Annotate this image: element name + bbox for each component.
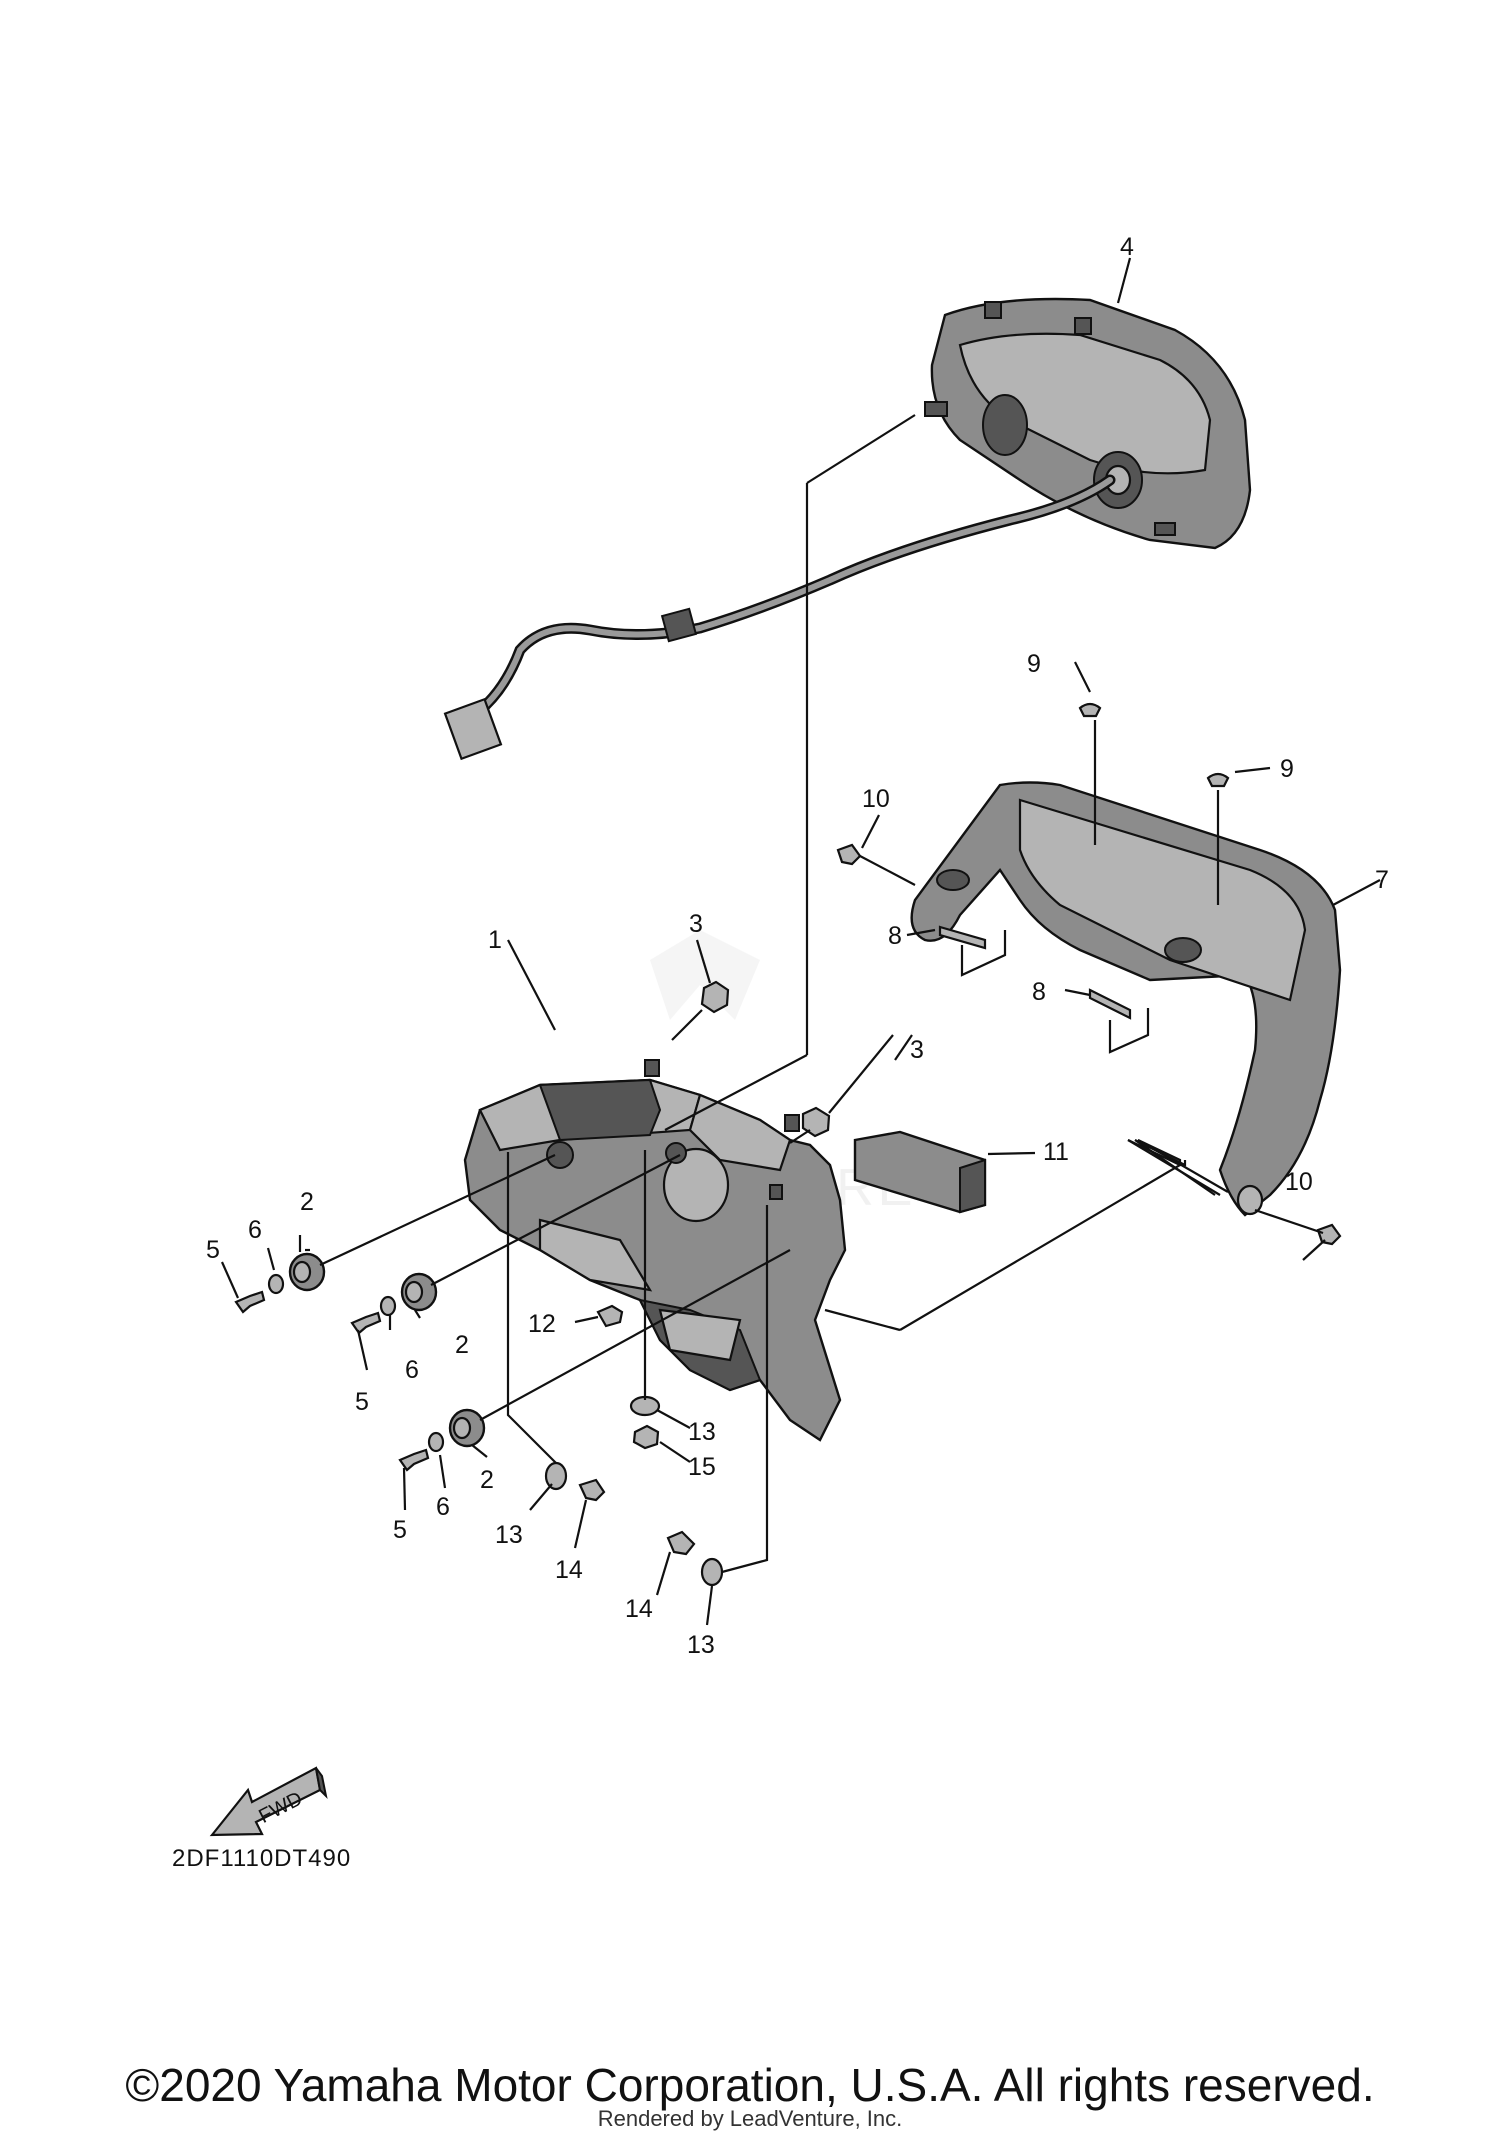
callout-15: 15 [688, 1453, 716, 1481]
callout-12: 12 [528, 1310, 556, 1338]
callout-2: 2 [455, 1331, 469, 1359]
callout-2: 2 [300, 1188, 314, 1216]
callout-8: 8 [1032, 978, 1046, 1006]
callout-5: 5 [393, 1516, 407, 1544]
callout-5: 5 [206, 1236, 220, 1264]
callout-labels: 4 9 9 10 7 8 8 3 1 3 11 10 2 6 5 2 6 5 1… [206, 233, 1389, 1659]
callout-13: 13 [688, 1418, 716, 1446]
diagram-code: 2DF1110DT490 [172, 1845, 352, 1872]
callout-8: 8 [888, 922, 902, 950]
callout-2: 2 [480, 1466, 494, 1494]
copyright-notice: ©2020 Yamaha Motor Corporation, U.S.A. A… [125, 2059, 1375, 2111]
callout-1: 1 [488, 926, 502, 954]
callout-4: 4 [1120, 233, 1134, 261]
meter-wire-harness [443, 474, 1116, 761]
leader-lines [220, 257, 1381, 1626]
callout-6: 6 [248, 1216, 262, 1244]
callout-13: 13 [687, 1631, 715, 1659]
callout-5: 5 [355, 1388, 369, 1416]
meter-assembly [924, 297, 1252, 550]
callout-11: 11 [1043, 1138, 1069, 1166]
callout-10: 10 [1285, 1168, 1313, 1196]
callout-7: 7 [1375, 866, 1389, 894]
headlight-bracket [463, 1059, 847, 1442]
small-parts [234, 702, 1342, 1587]
forward-arrow-icon: FWD [209, 1766, 328, 1837]
callout-13: 13 [495, 1521, 523, 1549]
damper-pad [853, 1130, 987, 1214]
callout-9: 9 [1027, 650, 1041, 678]
callout-6: 6 [405, 1356, 419, 1384]
callout-6: 6 [436, 1493, 450, 1521]
callout-9: 9 [1280, 755, 1294, 783]
callout-14: 14 [555, 1556, 583, 1584]
callout-14: 14 [625, 1595, 653, 1623]
headlight-stay [910, 781, 1342, 1217]
rendered-by-credit: Rendered by LeadVenture, Inc. [597, 2106, 903, 2131]
callout-3: 3 [689, 910, 703, 938]
callout-10: 10 [862, 785, 890, 813]
callout-3: 3 [910, 1036, 924, 1064]
